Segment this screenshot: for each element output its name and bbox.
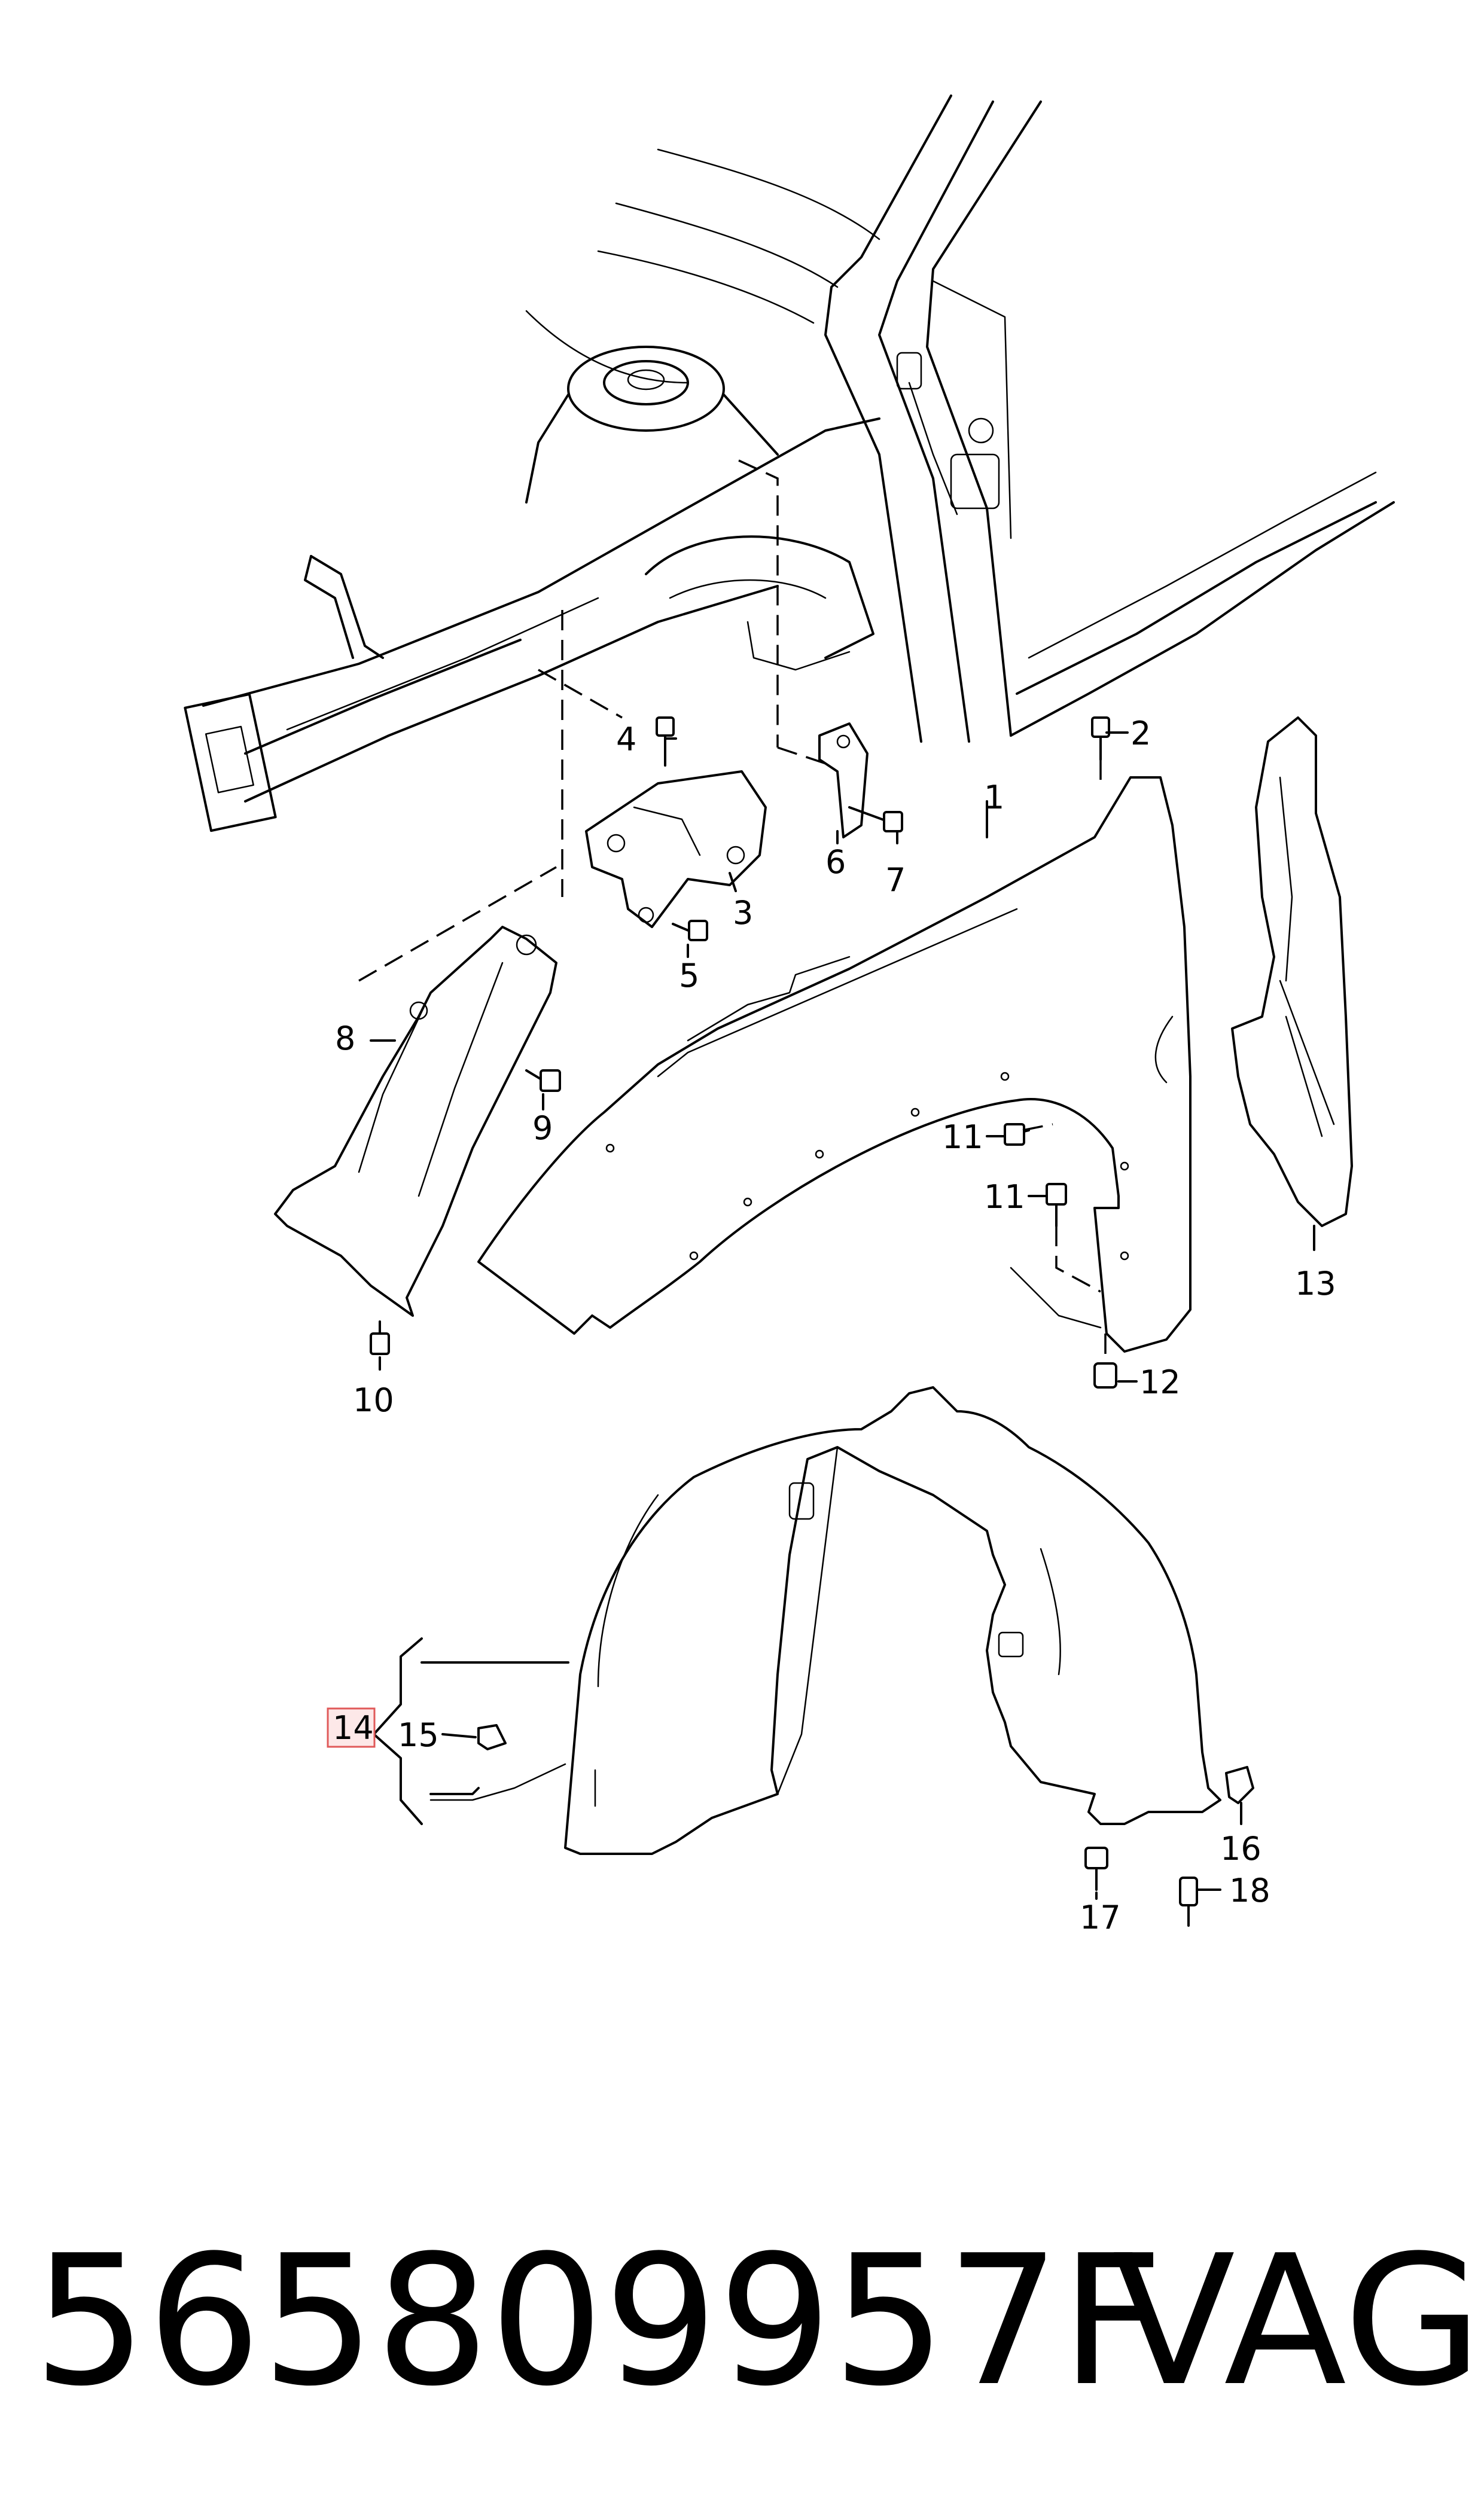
bolt-9	[525, 1069, 561, 1092]
mounting-bracket-3	[585, 770, 767, 928]
brand-name: VAG	[1113, 2217, 1482, 2426]
callout-7: 7	[885, 861, 906, 899]
rivet-18	[1179, 1877, 1198, 1927]
screw-17	[1084, 1847, 1108, 1891]
bracket-6	[818, 722, 869, 838]
callout-14: 14	[333, 1709, 374, 1747]
callout-3: 3	[733, 894, 753, 932]
part-number: 565809957F	[33, 2217, 1163, 2426]
callout-14-highlight	[327, 1707, 376, 1748]
callout-2: 2	[1130, 715, 1151, 752]
seal-13	[1231, 716, 1353, 1227]
callout-9: 9	[532, 1109, 553, 1147]
wheel-housing-liner-14	[429, 1386, 1221, 1855]
callout-11-upper: 11	[942, 1118, 983, 1156]
leader-lines	[370, 731, 1315, 1900]
clip-15	[477, 1724, 507, 1750]
clip-16	[1225, 1766, 1254, 1804]
callout-17: 17	[1080, 1899, 1121, 1936]
callout-18: 18	[1229, 1872, 1270, 1909]
callout-labels: 1 2 3 4 5 6 7 8 9 10 11 11 12 13 14 15 1…	[327, 715, 1336, 1936]
callout-12: 12	[1139, 1363, 1181, 1401]
bolt-4	[656, 716, 675, 767]
callout-5: 5	[679, 957, 699, 994]
callout-8: 8	[335, 1020, 355, 1057]
fender-1	[477, 776, 1192, 1353]
bolt-2	[1091, 716, 1110, 783]
fastener-12	[1093, 1334, 1117, 1389]
bolt-11-upper	[1004, 1123, 1053, 1146]
callout-15: 15	[398, 1716, 439, 1754]
caption: 565809957F VAG	[33, 2217, 1482, 2426]
bolt-7	[848, 806, 903, 832]
body-structure	[184, 94, 1395, 897]
callout-4: 4	[616, 721, 636, 758]
bolt-11-lower	[1046, 1183, 1101, 1293]
callout-11-lower: 11	[984, 1178, 1025, 1216]
callout-6: 6	[825, 843, 846, 881]
bolt-10	[370, 1320, 390, 1355]
callout-16: 16	[1220, 1830, 1261, 1868]
panel-8	[274, 866, 557, 1317]
bolt-5	[672, 920, 708, 941]
callout-13: 13	[1295, 1265, 1336, 1302]
callout-1: 1	[984, 779, 1004, 816]
callout-10: 10	[353, 1381, 394, 1419]
